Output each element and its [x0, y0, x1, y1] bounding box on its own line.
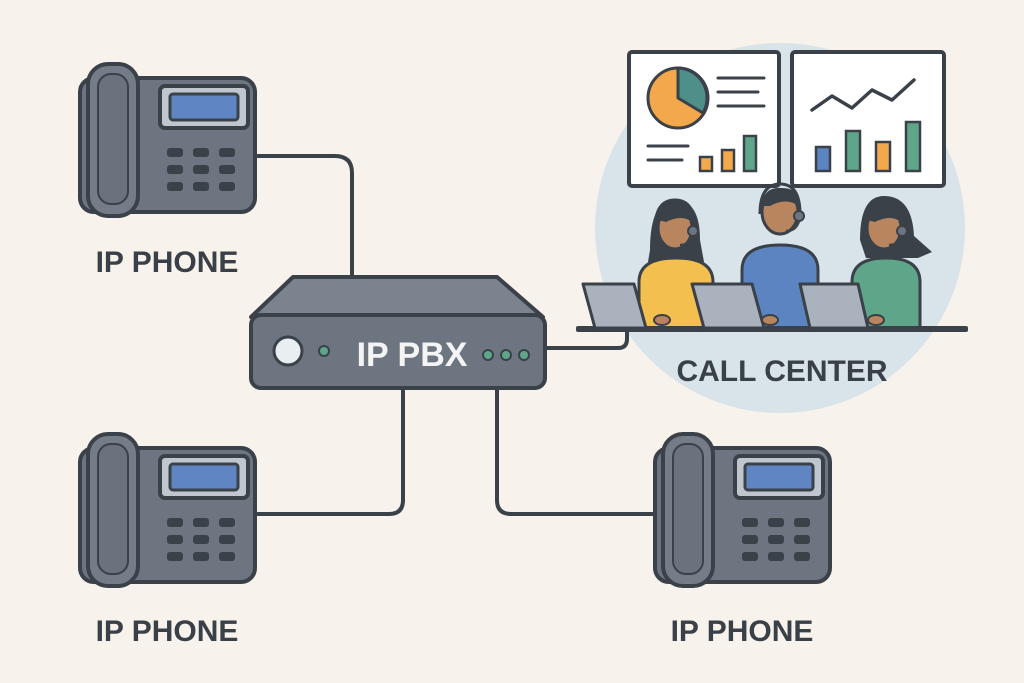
ip-phone-bottom-right: IP PHONE [653, 432, 832, 648]
agent-right [850, 196, 932, 330]
laptop-icon [690, 282, 766, 330]
ip-phone-label: IP PHONE [96, 246, 239, 279]
ip-phone-icon [78, 432, 257, 588]
ip-phone-label: IP PHONE [96, 615, 239, 648]
ip-phone-icon [653, 432, 832, 588]
laptop-icon [581, 282, 648, 330]
dashboard-right [790, 50, 946, 188]
desk [576, 326, 968, 332]
line-chart-icon [810, 78, 916, 112]
agent-left [637, 198, 715, 330]
pbx-server-icon: IP PBX [249, 275, 547, 390]
network-cables [256, 154, 657, 516]
call-center-label: CALL CENTER [676, 355, 887, 388]
ip-phone-top-left: IP PHONE [78, 62, 257, 279]
pie-chart-icon [646, 66, 710, 130]
ip-phone-label: IP PHONE [671, 615, 814, 648]
ip-phone-icon [78, 62, 257, 218]
agent-center [740, 182, 820, 330]
pbx-label: IP PBX [357, 336, 468, 374]
laptop-icon [798, 282, 870, 330]
bar-chart-icon [698, 134, 758, 173]
dashboard-left [627, 50, 781, 188]
ip-phone-bottom-left: IP PHONE [78, 432, 257, 648]
bar-chart-icon [814, 120, 922, 173]
